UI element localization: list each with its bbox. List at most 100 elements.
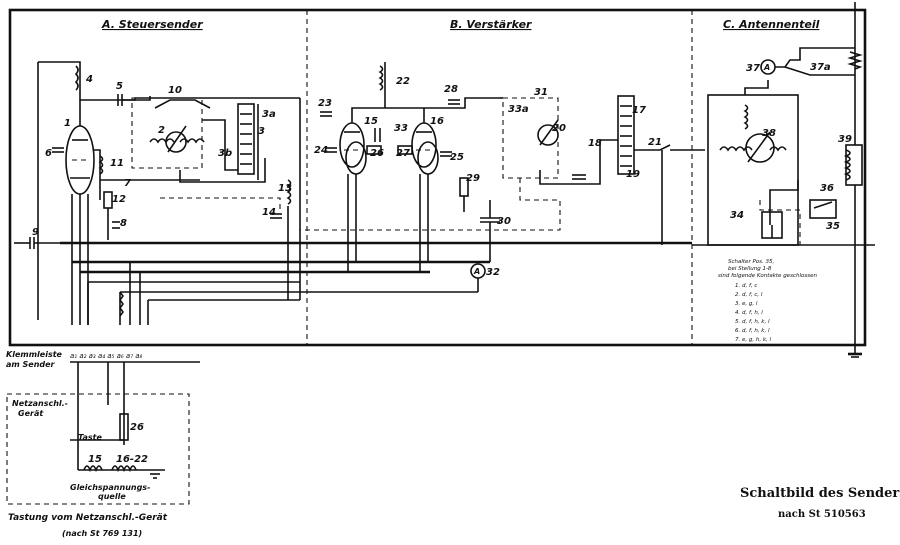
label-29: 29 bbox=[466, 173, 480, 184]
label-33a: 33a bbox=[508, 104, 529, 115]
label-35: 35 bbox=[826, 221, 840, 232]
label-38: 38 bbox=[762, 128, 776, 139]
component-labels: 1 2 3 3a 3b 4 5 6 7 8 9 10 11 12 13 14 1… bbox=[32, 62, 852, 278]
ammeter-37-symbol: A bbox=[763, 63, 770, 72]
label-4: 4 bbox=[85, 74, 93, 85]
dc-source-label-2: quelle bbox=[98, 492, 126, 501]
bus-lines bbox=[60, 98, 692, 325]
label-19: 19 bbox=[626, 169, 640, 180]
section-c-title: C. Antennenteil bbox=[723, 18, 820, 31]
psu-caption: Tastung vom Netzanschl.-Gerät bbox=[8, 513, 168, 523]
legend-row-1: 1. d, f, c bbox=[735, 283, 757, 289]
section-b-title: B. Verstärker bbox=[450, 18, 532, 31]
ammeter-32-symbol: A bbox=[473, 267, 480, 276]
label-34: 34 bbox=[730, 210, 744, 221]
choke-11 bbox=[98, 155, 104, 175]
resistor-26 bbox=[366, 145, 382, 155]
label-3a: 3a bbox=[262, 109, 276, 120]
label-25: 25 bbox=[450, 152, 464, 163]
label-5: 5 bbox=[116, 81, 123, 92]
label-15-psu: 15 bbox=[88, 454, 102, 465]
label-16-22-psu: 16-22 bbox=[116, 454, 148, 465]
label-11: 11 bbox=[110, 158, 124, 169]
tube-1 bbox=[65, 125, 95, 195]
resistor-37a bbox=[847, 51, 863, 70]
label-17: 17 bbox=[632, 105, 646, 116]
label-7: 7 bbox=[124, 178, 131, 189]
coil-c bbox=[743, 104, 749, 130]
terminal-strip-label-1: Klemmleiste bbox=[6, 350, 63, 359]
key-label: Taste bbox=[78, 433, 102, 442]
drawing-reference: nach St 510563 bbox=[778, 509, 866, 520]
antenna-tuning-box bbox=[707, 94, 799, 246]
resistor-12 bbox=[103, 191, 113, 209]
capacitor-bank-3 bbox=[237, 103, 255, 175]
legend-header-2: bei Stellung 1-8 bbox=[728, 266, 772, 272]
label-27: 27 bbox=[396, 148, 410, 159]
terminal-strip-label-2: am Sender bbox=[6, 360, 56, 369]
label-14: 14 bbox=[262, 207, 276, 218]
label-31: 31 bbox=[534, 87, 548, 98]
tube-15 bbox=[339, 122, 365, 168]
label-22: 22 bbox=[396, 76, 410, 87]
coil-15-psu bbox=[83, 465, 103, 473]
choke-22 bbox=[378, 65, 384, 91]
label-10: 10 bbox=[168, 85, 182, 96]
label-16: 16 bbox=[430, 116, 444, 127]
drawing-title: Schaltbild des Senders bbox=[740, 486, 900, 501]
label-26: 26 bbox=[370, 148, 384, 159]
switch-36 bbox=[809, 199, 837, 219]
label-37: 37 bbox=[746, 63, 760, 74]
legend-row-4: 4. d, f, h, l bbox=[735, 310, 763, 316]
capacitor-bank-17 bbox=[617, 95, 635, 175]
label-24: 24 bbox=[314, 145, 328, 156]
resistor-26-psu bbox=[119, 413, 129, 441]
legend-header-3: sind folgende Kontakte geschlossen bbox=[718, 273, 817, 279]
label-1: 1 bbox=[64, 118, 71, 129]
label-6: 6 bbox=[45, 148, 52, 159]
legend-row-7: 7. e, g, h, k, l bbox=[735, 337, 772, 343]
psu-label-1: Netzanschl.- bbox=[12, 399, 68, 408]
resistor-27 bbox=[397, 145, 413, 155]
coil-13 bbox=[286, 179, 292, 205]
legend-header-1: Schalter Pos. 35, bbox=[728, 259, 774, 265]
variometer-20 bbox=[537, 124, 559, 146]
section-c-circuit: A bbox=[692, 2, 875, 358]
label-9: 9 bbox=[32, 227, 39, 238]
variometer-2 bbox=[165, 131, 187, 153]
section-a-title: A. Steuersender bbox=[101, 18, 203, 31]
switch-legend: Schalter Pos. 35, bei Stellung 1-8 sind … bbox=[718, 259, 817, 343]
section-b-circuit: A bbox=[300, 62, 705, 292]
tube-16 bbox=[411, 122, 437, 168]
label-37a: 37a bbox=[810, 62, 831, 73]
coil-16-22-psu bbox=[111, 465, 137, 473]
main-frame bbox=[8, 8, 867, 347]
label-15: 15 bbox=[364, 116, 378, 127]
dc-source-label-1: Gleichspannungs- bbox=[70, 483, 150, 492]
coil-4 bbox=[74, 65, 79, 91]
psu-label-2: Gerät bbox=[18, 409, 44, 418]
label-28: 28 bbox=[444, 84, 458, 95]
terminal-strip: Klemmleiste am Sender a₁ a₂ a₃ a₄ a₅ a₆ … bbox=[6, 350, 200, 470]
label-18: 18 bbox=[588, 138, 602, 149]
label-12: 12 bbox=[112, 194, 126, 205]
label-2: 2 bbox=[158, 125, 165, 136]
legend-row-5: 5. d, f, h, k, l bbox=[735, 319, 770, 325]
label-20: 20 bbox=[552, 123, 566, 134]
label-32: 32 bbox=[486, 267, 500, 278]
coil-39 bbox=[845, 144, 863, 186]
label-36: 36 bbox=[820, 183, 834, 194]
label-21: 21 bbox=[648, 137, 662, 148]
legend-row-6: 6. d, f, h, k, l bbox=[735, 328, 770, 334]
label-8: 8 bbox=[120, 218, 127, 229]
label-39: 39 bbox=[838, 134, 852, 145]
legend-row-2: 2. d, f, c, l bbox=[735, 292, 763, 298]
label-3: 3 bbox=[258, 126, 265, 137]
terminal-ids: a₁ a₂ a₃ a₄ a₅ a₆ a₇ a₈ bbox=[70, 352, 143, 360]
legend-row-3: 3. e, g, l bbox=[735, 301, 758, 307]
label-30: 30 bbox=[497, 216, 511, 227]
label-33: 33 bbox=[394, 123, 408, 134]
psu-caption-reference: (nach St 769 131) bbox=[62, 529, 142, 538]
